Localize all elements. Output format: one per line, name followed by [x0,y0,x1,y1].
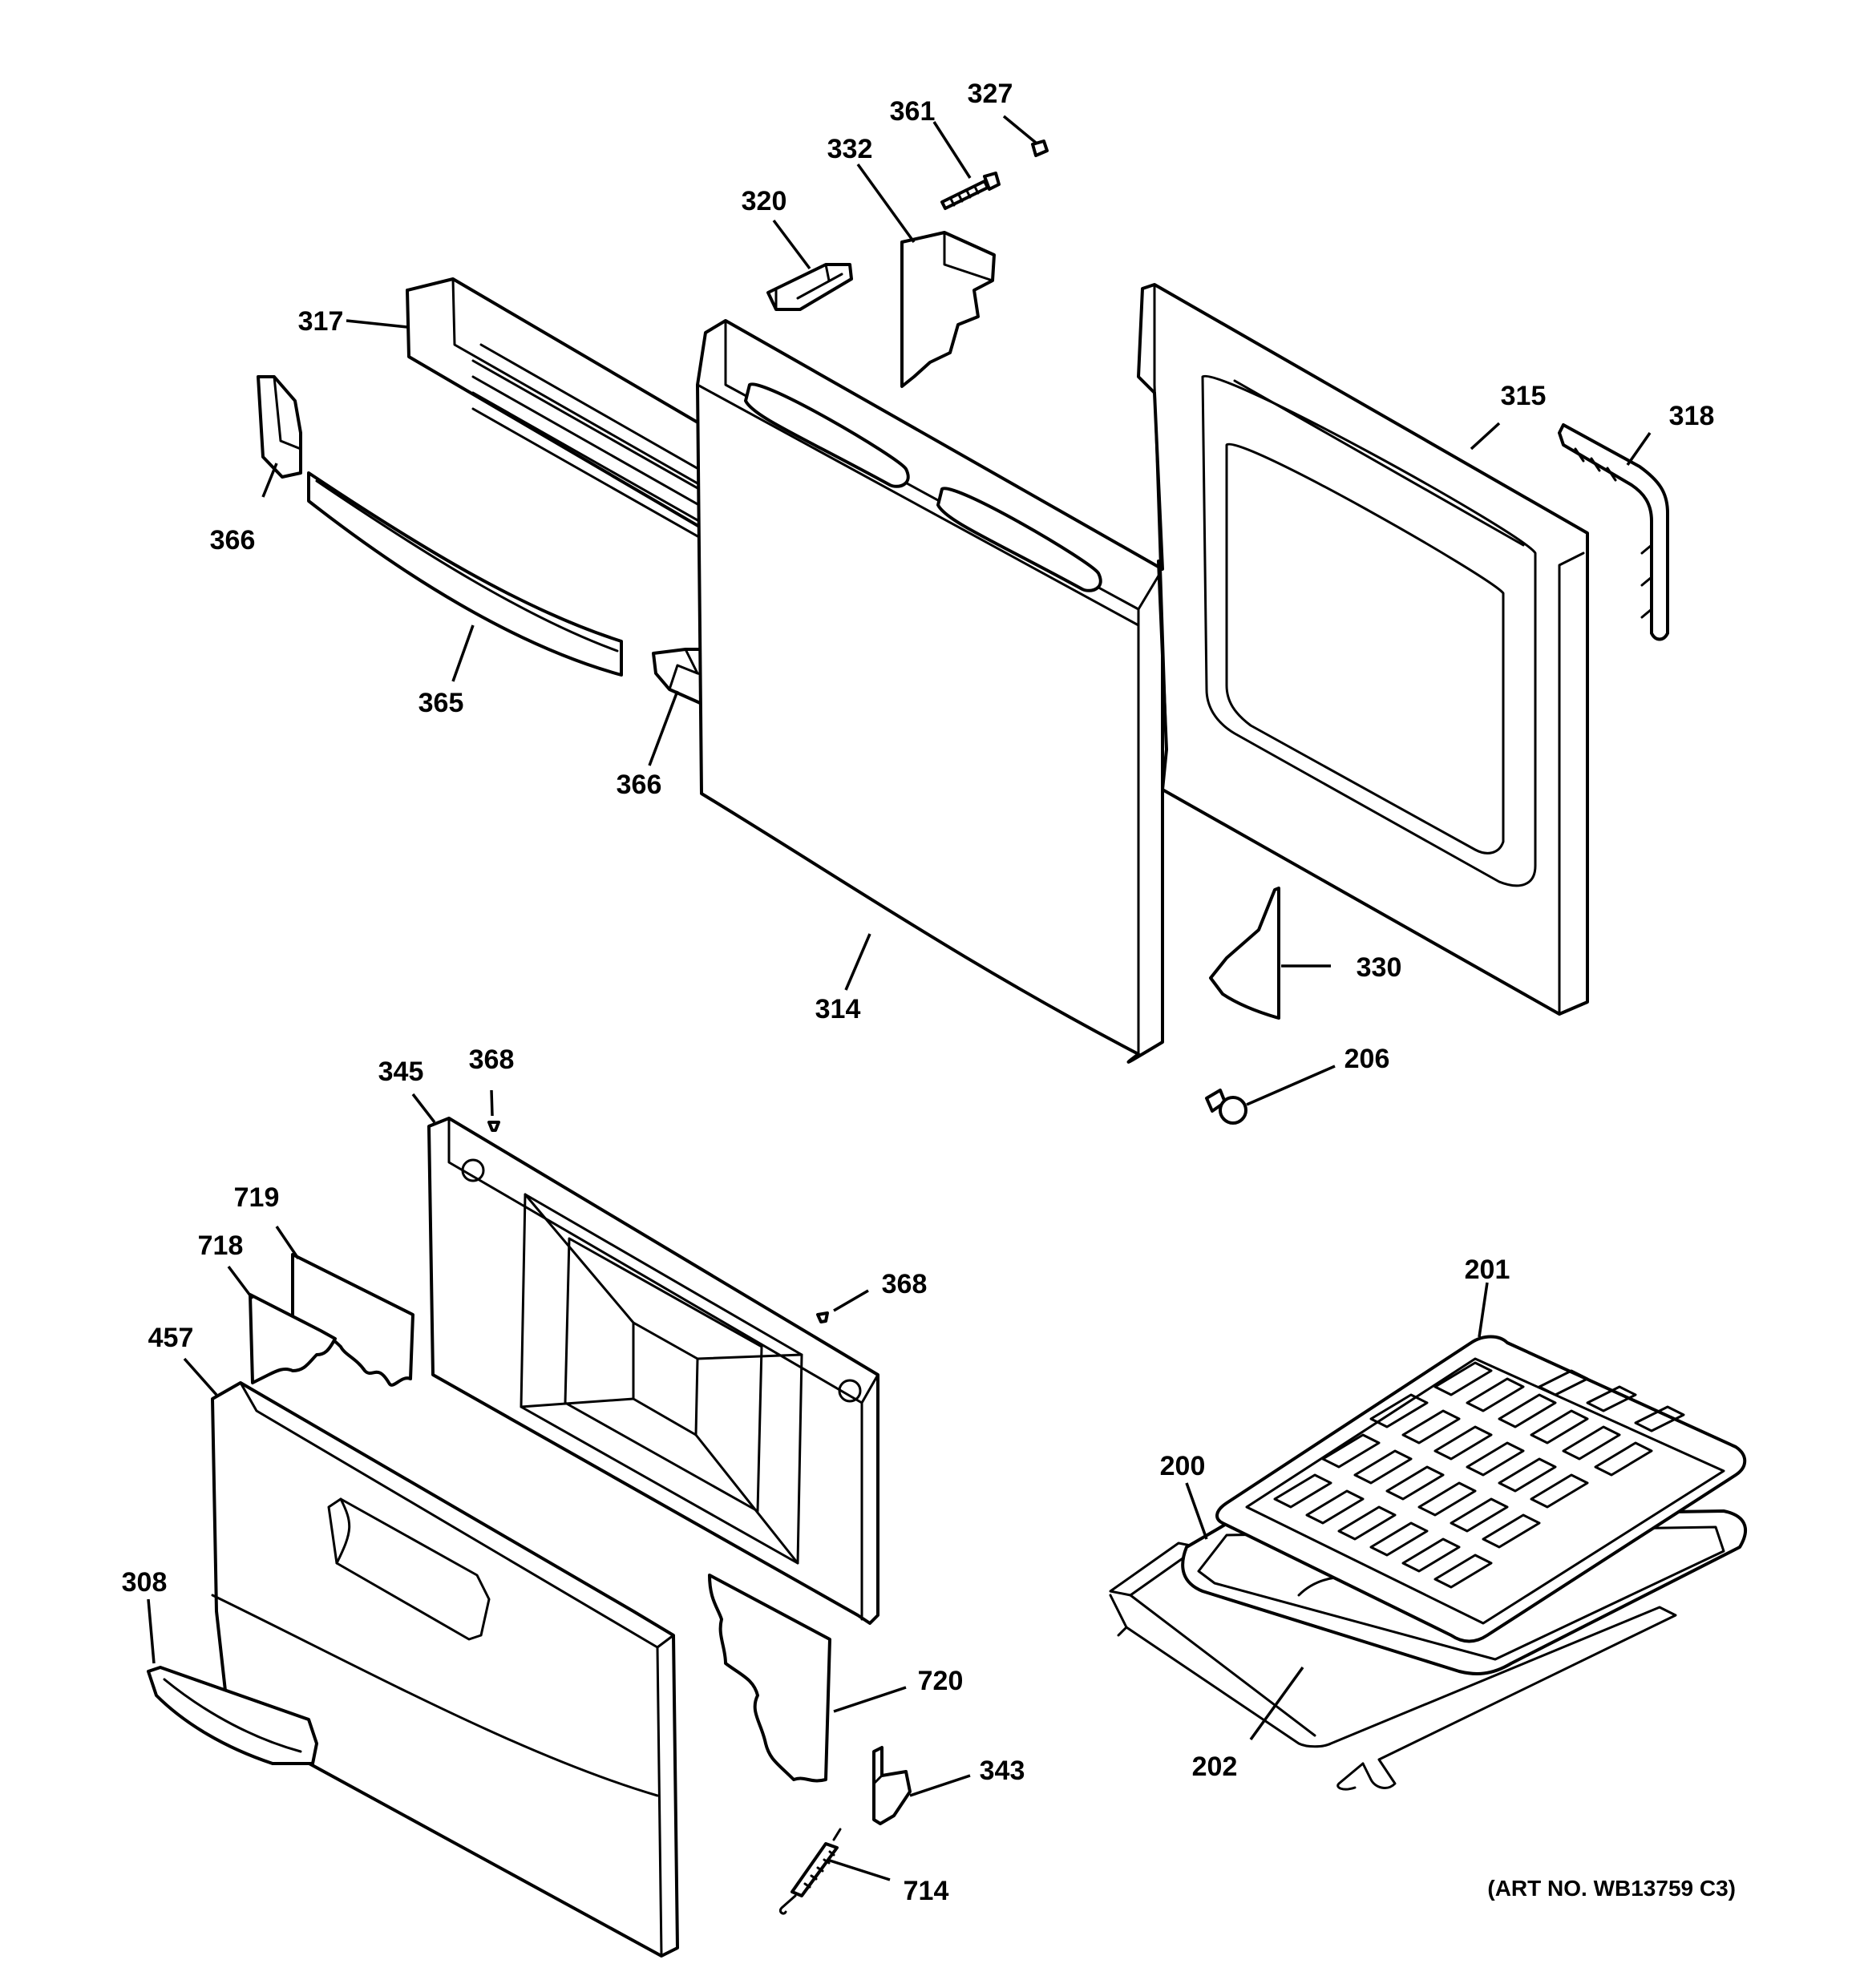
part-332-insulation [900,231,996,388]
part-714-spring [778,1828,842,1915]
label-308: 308 [122,1567,168,1598]
label-317: 317 [298,306,344,337]
label-345: 345 [378,1057,424,1087]
part-318-trim [1558,423,1669,641]
part-720-insulation [708,1574,831,1783]
label-327: 327 [968,79,1013,109]
label-720: 720 [918,1666,964,1696]
part-320-bracket [766,263,853,311]
part-315-inner-door [1137,283,1589,1016]
label-332: 332 [827,134,873,164]
part-314-outer-door [696,319,1164,1064]
part-343-bracket [872,1746,912,1825]
label-718: 718 [198,1230,244,1261]
label-343: 343 [980,1756,1025,1786]
part-308-trim [147,1666,318,1765]
part-718-insulation [249,1293,337,1384]
label-368-top: 368 [469,1045,515,1075]
label-200: 200 [1160,1451,1206,1481]
part-365-handle [307,471,623,677]
label-714: 714 [904,1876,949,1906]
part-366-end-cap-left [257,375,302,479]
label-361: 361 [890,96,936,127]
label-365: 365 [418,688,464,718]
label-206: 206 [1344,1044,1390,1074]
label-314: 314 [815,994,861,1024]
label-368-right: 368 [882,1269,928,1299]
part-201-broiler-grid [1215,1335,1747,1643]
label-719: 719 [234,1182,280,1213]
label-457: 457 [148,1323,194,1353]
label-318: 318 [1669,401,1715,431]
label-202: 202 [1192,1752,1238,1782]
part-457-drawer-front [211,1381,679,1958]
part-327-nut [1031,139,1049,157]
label-330: 330 [1357,952,1402,983]
part-361-screw [940,172,1001,210]
part-368-screw-right [816,1311,829,1323]
label-201: 201 [1465,1255,1510,1285]
leader-lines [147,115,1652,1881]
label-366-left: 366 [210,525,256,556]
label-366-right: 366 [617,770,662,800]
part-719-insulation [291,1253,414,1387]
part-368-screw-top [487,1121,500,1132]
part-330-insulation [1209,887,1280,1020]
art-number: (ART NO. WB13759 C3) [1487,1876,1736,1901]
part-345-drawer-liner [427,1117,879,1625]
label-320: 320 [742,186,787,216]
part-206-screw [1205,1089,1247,1125]
part-labels: 327 361 332 320 317 366 365 366 314 315 … [122,79,1715,1906]
label-315: 315 [1501,381,1547,411]
